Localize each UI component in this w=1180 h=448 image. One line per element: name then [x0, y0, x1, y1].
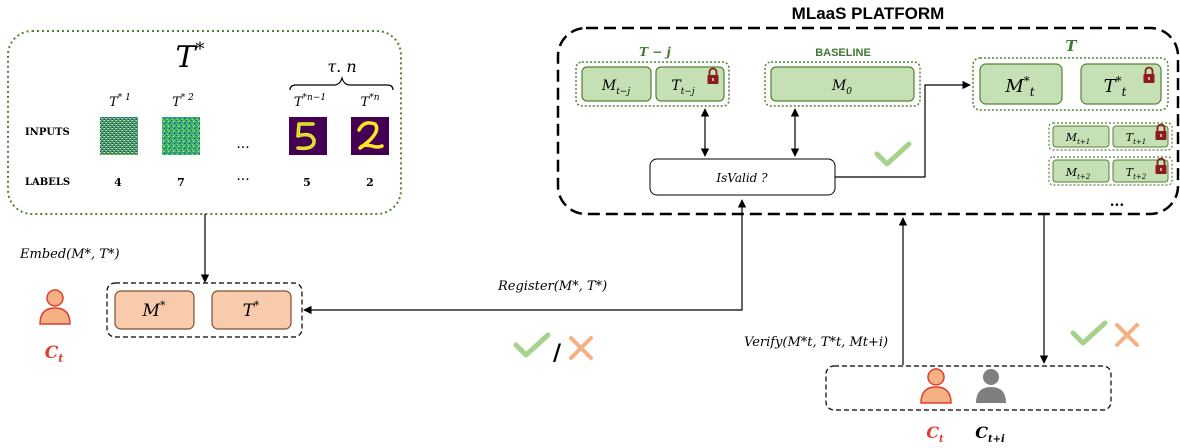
sample-label: 4: [114, 176, 122, 189]
sample-header: T* 2: [172, 93, 194, 110]
noise-image: [162, 117, 200, 155]
brace: [289, 75, 394, 91]
user-icon: [920, 368, 952, 404]
sample-label: 2: [366, 176, 374, 189]
trigger-box: [1112, 125, 1169, 148]
user-icon: [39, 289, 71, 325]
user-label: Ct+i: [975, 423, 1005, 445]
register-arrow: [303, 199, 747, 315]
result-separator: /: [553, 340, 562, 366]
model-box: [1052, 125, 1110, 148]
model-box: [581, 66, 652, 102]
model-box: [979, 63, 1063, 105]
digit-image: [289, 117, 327, 155]
trigger-set-panel: T* τ. n INPUTS LABELS T* 1 4 T* 2 7 ... …: [7, 30, 402, 215]
model-text: Mt+2: [1065, 166, 1091, 181]
brace-label: τ. n: [327, 57, 356, 76]
sample-label: 7: [177, 176, 185, 189]
client-trigger-text: T*: [243, 299, 260, 321]
cross-icon: [1115, 323, 1139, 347]
digit-image: [351, 117, 389, 155]
group-label-current: T: [1065, 37, 1078, 55]
model-text: Mt+1: [1065, 131, 1090, 146]
group-label-baseline: BASELINE: [815, 47, 871, 59]
noise-image: [100, 117, 138, 155]
check-icon: [877, 144, 909, 164]
trigger-text: Tt+1: [1126, 131, 1146, 146]
embed-label: Embed(M*, T*): [19, 247, 120, 262]
client-model-box: [114, 290, 195, 330]
check-icon: [1073, 323, 1105, 343]
verify-label: Verify(M*t, T*t, Mt+i): [744, 335, 888, 350]
model-text: M*t: [1004, 74, 1034, 99]
isvalid-to-current-arrow: [835, 80, 971, 178]
client-model-text: M*: [142, 299, 166, 321]
trigger-set-title: T*: [175, 39, 204, 75]
user-label: Ct: [45, 343, 64, 365]
future-ellipsis: ...: [1110, 194, 1125, 210]
user-label: Ct: [926, 423, 944, 445]
row-label-inputs: INPUTS: [25, 127, 70, 138]
inputs-ellipsis: ...: [236, 136, 249, 152]
isvalid-text: IsValid ?: [715, 171, 768, 185]
sample-label: 5: [303, 176, 311, 189]
sample-header: T*n: [361, 93, 380, 110]
model-text: Mt−j: [601, 78, 631, 97]
trigger-box: [1112, 159, 1169, 183]
client-trigger-box: [211, 290, 292, 330]
register-label: Register(M*, T*): [497, 279, 607, 294]
labels-ellipsis: ...: [236, 168, 249, 184]
trigger-box: [655, 66, 725, 102]
trigger-box: [1080, 63, 1162, 105]
mlaas-platform: MLaaS PLATFORM T − j Mt−j Tt−j BASELINE …: [556, 4, 1180, 216]
sample-header: T* 1: [109, 93, 131, 110]
row-label-labels: LABELS: [25, 177, 70, 188]
verifier-box: [825, 365, 1112, 411]
trigger-text: T*t: [1104, 74, 1127, 99]
trigger-text: Tt−j: [671, 78, 695, 97]
baseline-model-box: [770, 66, 915, 102]
client-model-pair: M* T*: [106, 282, 303, 338]
cross-icon: [569, 336, 593, 360]
trigger-text: Tt+2: [1126, 166, 1147, 181]
model-box: [1052, 159, 1110, 183]
sample-header: T*n−1: [294, 93, 326, 110]
check-icon: [516, 335, 548, 355]
user-icon: [976, 369, 1006, 403]
group-label-prev: T − j: [639, 45, 671, 59]
baseline-model-text: M0: [831, 78, 852, 97]
platform-title: MLaaS PLATFORM: [792, 4, 945, 23]
